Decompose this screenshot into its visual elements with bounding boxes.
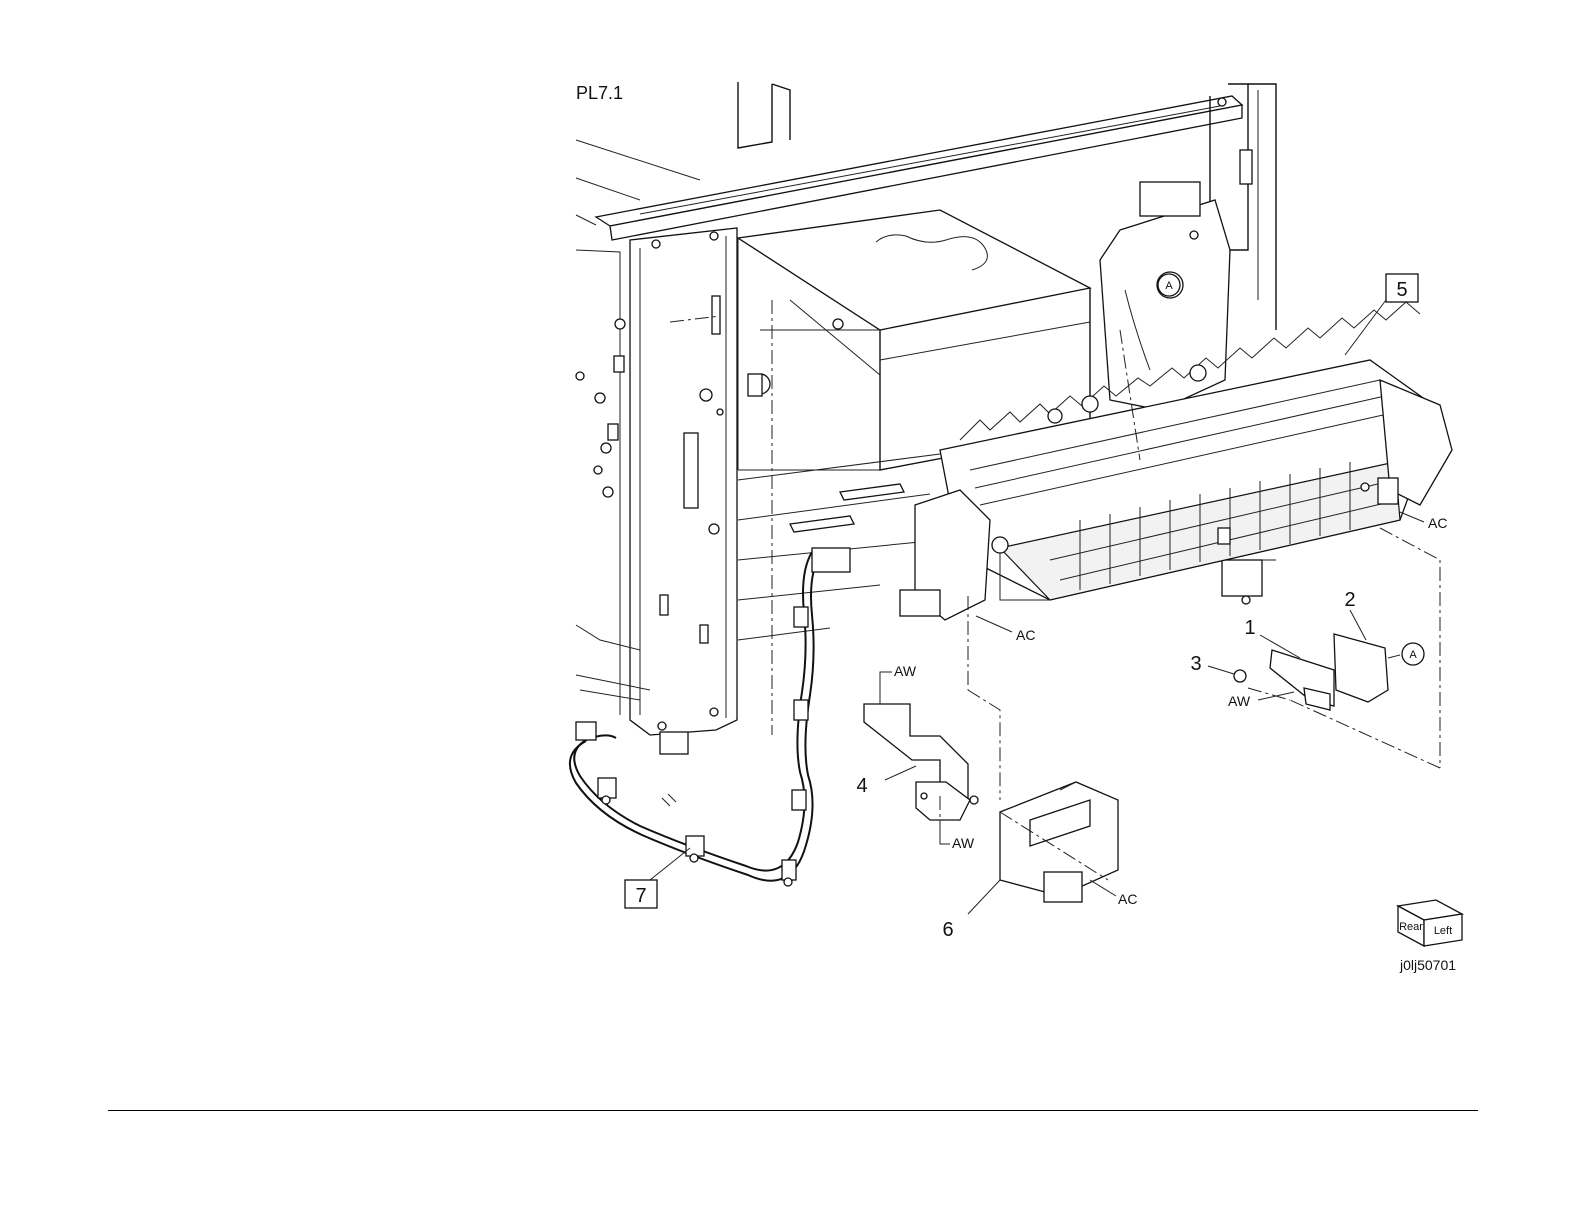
callout-1: 1	[1244, 617, 1255, 639]
callout-2: 2	[1344, 589, 1355, 611]
orientation-cube: Rear Left	[1398, 900, 1462, 946]
svg-text:AW: AW	[1228, 693, 1251, 709]
svg-text:AW: AW	[952, 835, 975, 851]
aw-bottom-label: AW	[940, 820, 975, 851]
aw-top-label: AW	[880, 663, 917, 704]
cover-6	[968, 782, 1118, 914]
ac-cover-label: AC	[1090, 880, 1137, 907]
callout-4: 4	[856, 775, 867, 797]
callout-5: 5	[1345, 274, 1418, 355]
svg-text:AW: AW	[894, 663, 917, 679]
a-mark-frame: A	[1158, 274, 1180, 296]
a-mark-bracket: A	[1388, 643, 1424, 665]
figure-id: j0lj50701	[1399, 957, 1456, 973]
callout-7-label: 7	[635, 885, 646, 907]
cube-face-rear: Rear	[1399, 921, 1423, 933]
callout-5-label: 5	[1396, 279, 1407, 301]
svg-text:AC: AC	[1428, 515, 1447, 531]
bracket-4	[864, 704, 978, 820]
svg-text:AC: AC	[1118, 891, 1137, 907]
svg-text:AC: AC	[1016, 627, 1035, 643]
a-mark-frame-label: A	[1165, 280, 1173, 292]
aw-screw-label: AW	[1228, 692, 1294, 709]
ac-main-label: AC	[976, 616, 1035, 643]
plate-id: PL7.1	[576, 83, 623, 103]
footer-divider	[108, 1110, 1478, 1111]
a-mark-bracket-label: A	[1409, 649, 1417, 661]
callout-7: 7	[625, 880, 657, 908]
cube-face-left: Left	[1434, 925, 1452, 937]
callout-6: 6	[942, 919, 953, 941]
callout-3: 3	[1190, 653, 1201, 675]
ac-fuser-label: AC	[1400, 512, 1447, 531]
